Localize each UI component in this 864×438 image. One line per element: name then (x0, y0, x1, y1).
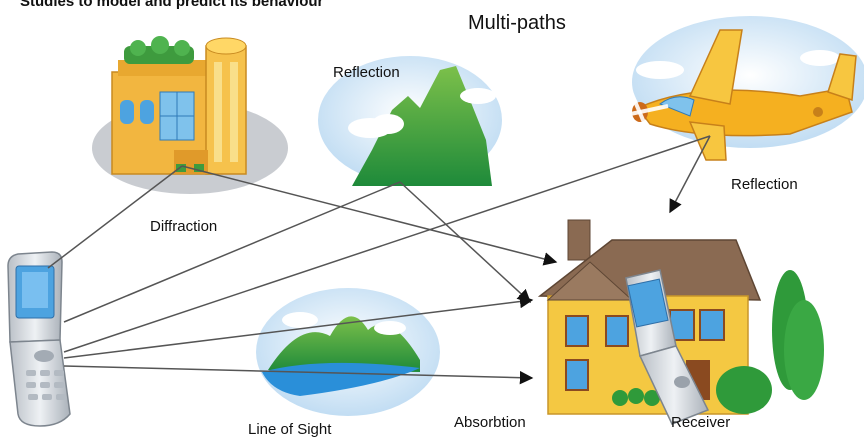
airplane-illustration (611, 16, 864, 161)
page-heading: Studies to model and predict its behavio… (20, 0, 324, 10)
diffraction-building-illustration (92, 36, 288, 194)
transmitter-phone-illustration (7, 251, 71, 427)
path-airplane-to-receiver (669, 135, 711, 214)
receiver-phone-illustration (625, 269, 710, 425)
label-reflection-airplane: Reflection (731, 176, 798, 193)
path-to-diffraction-building (47, 165, 183, 269)
label-receiver: Receiver (671, 414, 731, 431)
label-reflection-mountain: Reflection (333, 64, 400, 81)
reflection-mountain-illustration (318, 56, 502, 186)
label-line-of-sight: Line of Sight (248, 421, 332, 438)
path-absorbtion (63, 365, 534, 385)
path-to-airplane (63, 135, 711, 353)
path-diffraction-to-receiver (181, 165, 558, 266)
path-mountain-to-receiver (399, 181, 531, 303)
line-of-sight-lake-illustration (256, 288, 440, 416)
label-diffraction: Diffraction (150, 218, 218, 235)
diagram-title: Multi-paths (468, 12, 566, 34)
label-absorbtion: Absorbtion (454, 414, 526, 431)
path-to-mountain (63, 181, 401, 323)
receiver-house-illustration (537, 219, 824, 415)
path-line-of-sight (63, 294, 534, 359)
